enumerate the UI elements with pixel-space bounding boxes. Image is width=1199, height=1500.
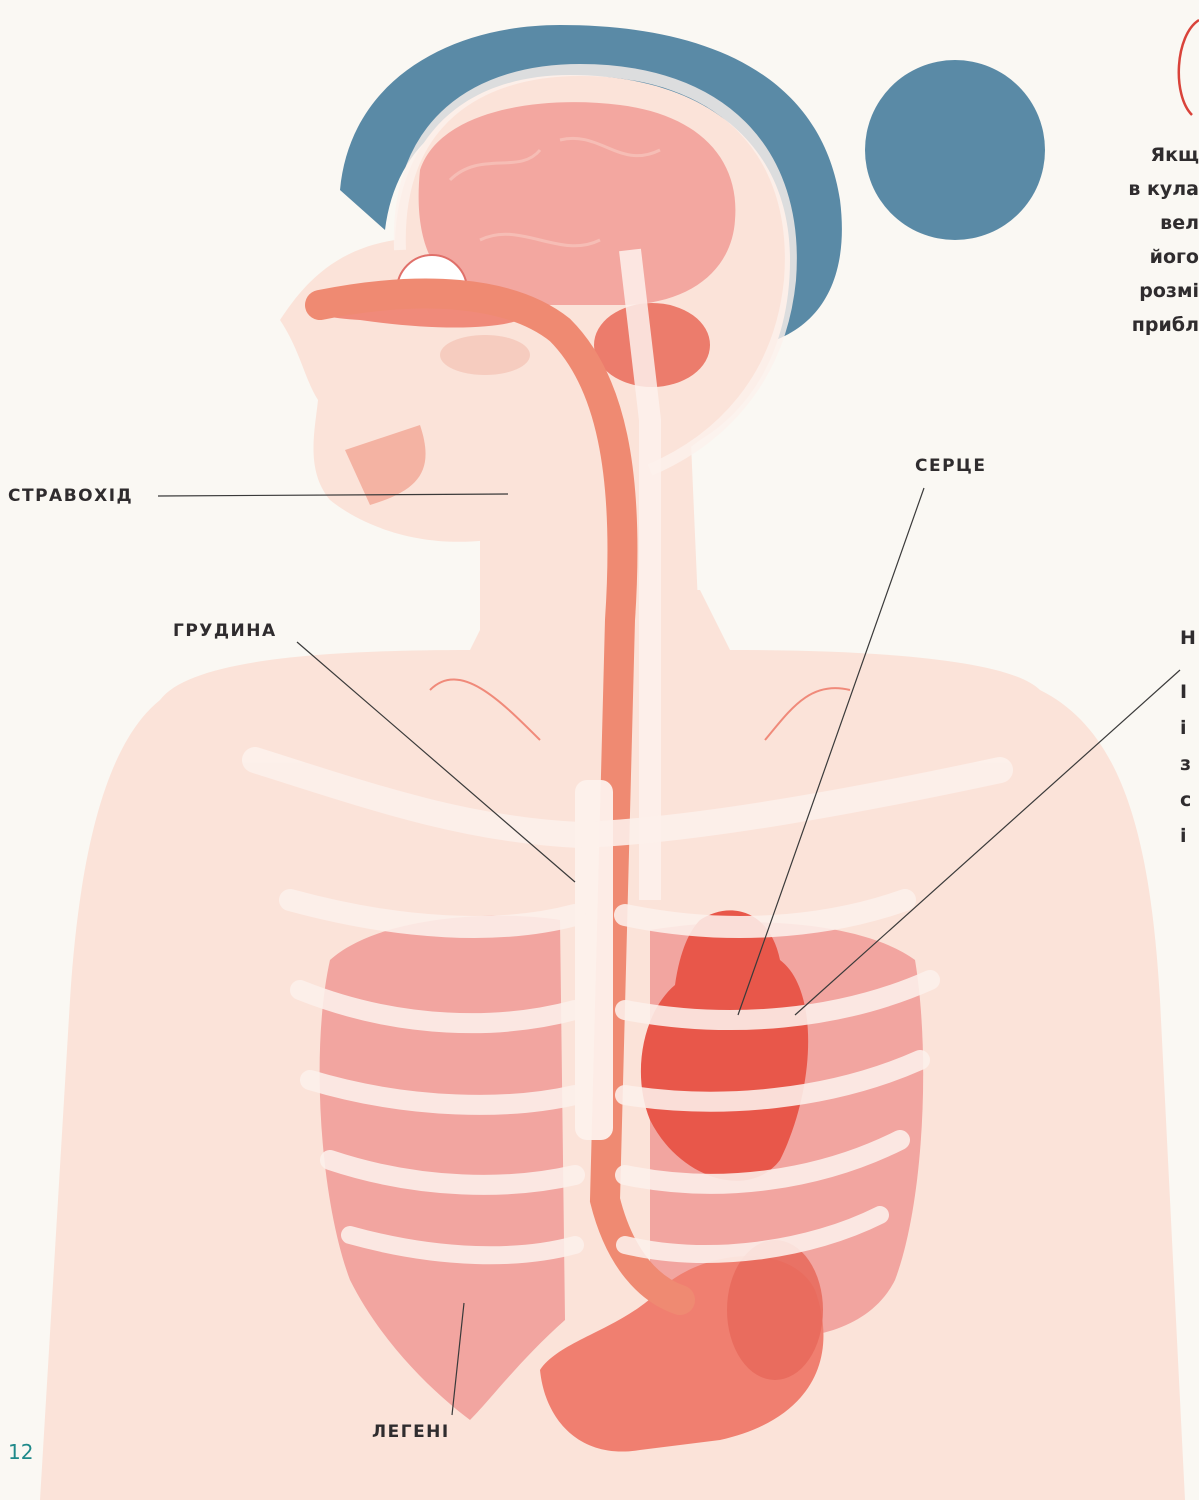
page-number: 12 (8, 1440, 33, 1464)
cheek (440, 335, 530, 375)
side-paragraph-line: І (1180, 674, 1199, 710)
side-paragraph-heading: Н (1180, 620, 1199, 656)
side-paragraph-line: і (1180, 818, 1199, 854)
sternum-label: ГРУДИНА (173, 621, 277, 641)
side-paragraph-line: і (1180, 710, 1199, 746)
side-paragraph-line: з (1180, 746, 1199, 782)
side-note-line: Якщ (1090, 138, 1199, 172)
heart-label: СЕРЦЕ (915, 456, 986, 476)
side-note-line: його (1090, 240, 1199, 274)
side-note: Якщ в кула вел його розмі прибл (1090, 138, 1199, 342)
side-paragraph: Н І і з с і (1180, 620, 1199, 854)
side-note-line: розмі (1090, 274, 1199, 308)
hair-bun (865, 60, 1045, 240)
decorative-arc (1179, 20, 1199, 115)
side-note-line: вел (1090, 206, 1199, 240)
side-note-line: в кула (1090, 172, 1199, 206)
esophagus-label: СТРАВОХІД (8, 486, 133, 506)
lungs-label: ЛЕГЕНІ (372, 1422, 450, 1442)
side-note-line: прибл (1090, 308, 1199, 342)
brain (419, 102, 736, 305)
side-paragraph-line: с (1180, 782, 1199, 818)
